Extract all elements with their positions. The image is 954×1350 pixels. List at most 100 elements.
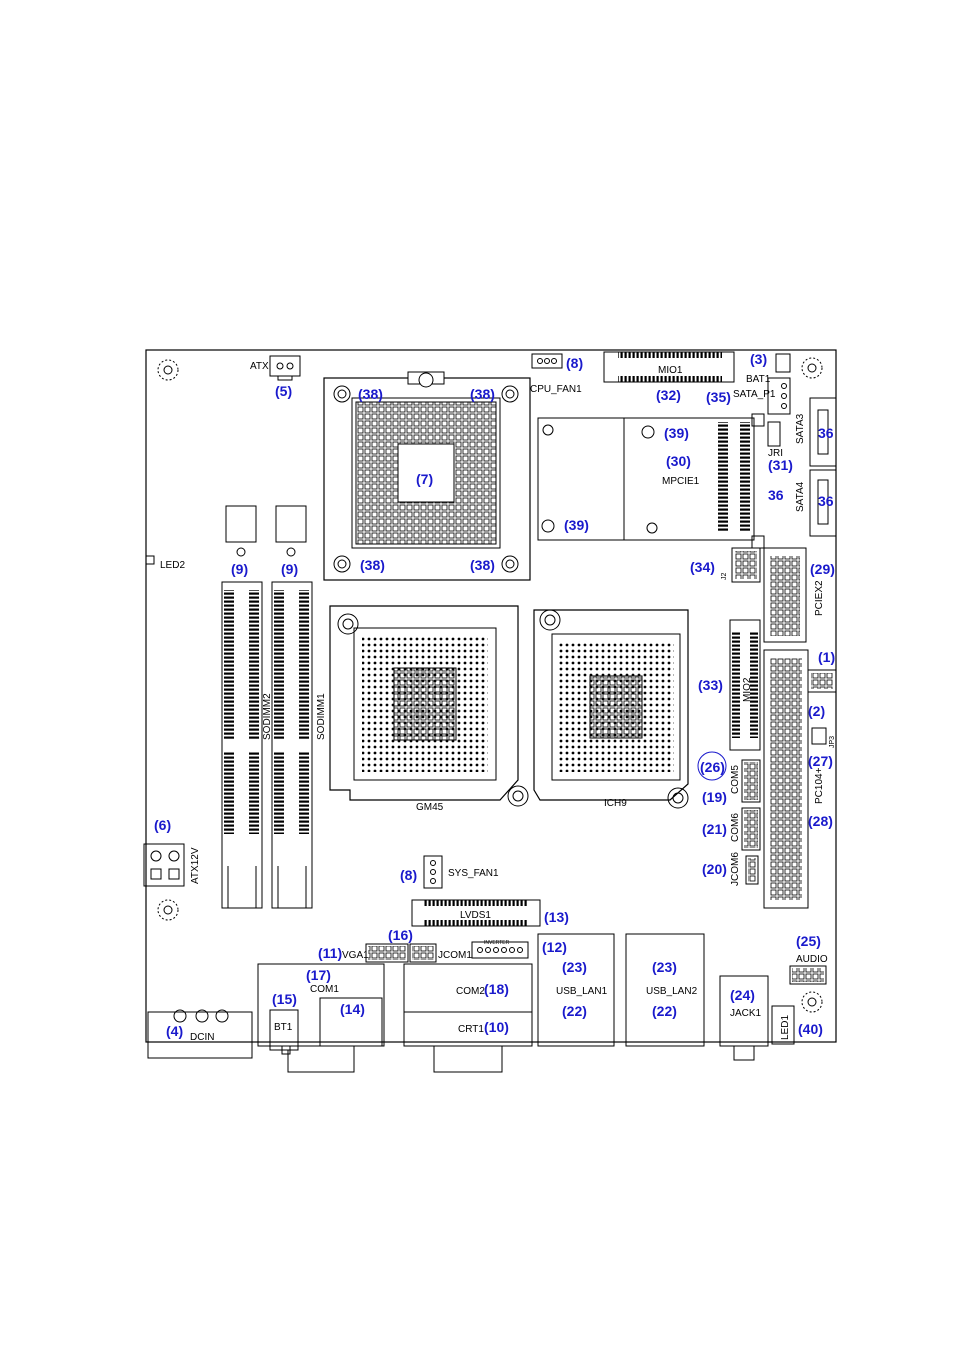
sata3-connector (809, 397, 837, 467)
ich9-label: ICH9 (604, 798, 627, 809)
pciex2-slot (763, 547, 807, 643)
cpu-fan-connector (531, 353, 563, 369)
jp3-jumper (811, 727, 827, 745)
callout-1: (1) (818, 649, 835, 665)
jumper-block (807, 669, 837, 693)
bat1-label: BAT1 (746, 374, 771, 385)
com6-label: COM6 (730, 813, 741, 842)
crt1-label: CRT1 (458, 1024, 484, 1035)
callout-6: (6) (154, 817, 171, 833)
cpu-socket (323, 371, 531, 581)
jack1-label: JACK1 (730, 1008, 762, 1019)
callout-5: (5) (275, 383, 292, 399)
callout-39-bottom: (39) (564, 517, 589, 533)
jri-label: JRI (768, 448, 783, 459)
jcom6-label: JCOM6 (730, 852, 741, 886)
usb-lan1-connector (537, 933, 615, 1047)
pc104-label: PC104+ (814, 767, 825, 804)
j2-header (731, 547, 761, 583)
led1-label: LED1 (780, 1015, 791, 1040)
mounting-hole-top-left (157, 359, 179, 381)
ich9-chipset (533, 609, 689, 809)
callout-3: (3) (750, 351, 767, 367)
callout-38-top-right: (38) (470, 386, 495, 402)
callout-12: (12) (542, 939, 567, 955)
bt1-label: BT1 (274, 1022, 293, 1033)
callout-15: (15) (272, 991, 297, 1007)
led2-label: LED2 (160, 560, 185, 571)
mio2-label: MIO2 (742, 677, 753, 702)
callout-2: (2) (808, 703, 825, 719)
lvds1-label: LVDS1 (460, 910, 491, 921)
callout-35: (35) (706, 389, 731, 405)
cpu-fan1-label: CPU_FAN1 (530, 384, 582, 395)
callout-38-top-left: (38) (358, 386, 383, 402)
callout-22-lan1: (22) (562, 1003, 587, 1019)
sys-fan-connector (423, 855, 443, 889)
callout-18: (18) (484, 981, 509, 997)
callout-14: (14) (340, 1001, 365, 1017)
com1-connector (257, 963, 385, 1047)
sata-power-connector (767, 377, 791, 415)
mpcie1-label: MPCIE1 (662, 476, 700, 487)
com2-label: COM2 (456, 986, 485, 997)
callout-39-top: (39) (664, 425, 689, 441)
callout-9-sodimm2: (9) (231, 561, 248, 577)
callout-19: (19) (702, 789, 727, 805)
sodimm2-slot (221, 505, 263, 909)
callout-36-sata4: 36 (818, 493, 834, 509)
callout-36-mpcie: 36 (768, 487, 784, 503)
led1-indicator (771, 1005, 795, 1045)
com5-header (741, 759, 761, 803)
sata4-label: SATA4 (795, 481, 806, 512)
mounting-hole-bottom-right (801, 991, 823, 1013)
callout-22-lan2: (22) (652, 1003, 677, 1019)
callout-33: (33) (698, 677, 723, 693)
atx12v-label: ATX12V (190, 847, 201, 884)
jri-header (767, 421, 781, 447)
callout-31: (31) (768, 457, 793, 473)
jcom1-label: JCOM1 (438, 950, 472, 961)
jack1-audio-jack (719, 975, 769, 1061)
callout-20: (20) (702, 861, 727, 877)
bat1-header (775, 353, 791, 373)
dcin-connector (147, 1009, 253, 1059)
callout-9-sodimm1: (9) (281, 561, 298, 577)
gm45-chipset (329, 605, 529, 807)
callout-23-lan2: (23) (652, 959, 677, 975)
mounting-hole-top-right (801, 357, 823, 379)
mio2-connector (729, 619, 761, 751)
mio1-label: MIO1 (658, 365, 683, 376)
atx-connector (269, 355, 301, 381)
sodimm1-slot (271, 505, 313, 909)
callout-26-ring (697, 751, 727, 781)
sodimm1-label: SODIMM1 (316, 693, 327, 740)
callout-24: (24) (730, 987, 755, 1003)
j2-label: J2 (721, 573, 728, 581)
vga1-header (365, 943, 409, 963)
callout-30: (30) (666, 453, 691, 469)
callout-32: (32) (656, 387, 681, 403)
callout-21: (21) (702, 821, 727, 837)
mini-pcie-slot (537, 413, 765, 549)
callout-36-sata3: 36 (818, 425, 834, 441)
callout-29: (29) (810, 561, 835, 577)
callout-17: (17) (306, 967, 331, 983)
sata-p1-label: SATA_P1 (733, 389, 776, 400)
audio-label: AUDIO (796, 954, 828, 965)
sata3-label: SATA3 (795, 413, 806, 444)
callout-40: (40) (798, 1021, 823, 1037)
pciex2-label: PCIEX2 (814, 580, 825, 616)
callout-8-cpu-fan: (8) (566, 355, 583, 371)
mio1-connector (603, 351, 735, 383)
com6-header (741, 807, 761, 851)
sodimm2-label: SODIMM2 (262, 693, 273, 740)
com5-label: COM5 (730, 765, 741, 794)
sata4-connector (809, 469, 837, 537)
inverter-connector (471, 941, 529, 959)
audio-header (789, 965, 827, 985)
callout-28: (28) (808, 813, 833, 829)
dcin-label: DCIN (190, 1032, 214, 1043)
callout-8-sys-fan: (8) (400, 867, 417, 883)
